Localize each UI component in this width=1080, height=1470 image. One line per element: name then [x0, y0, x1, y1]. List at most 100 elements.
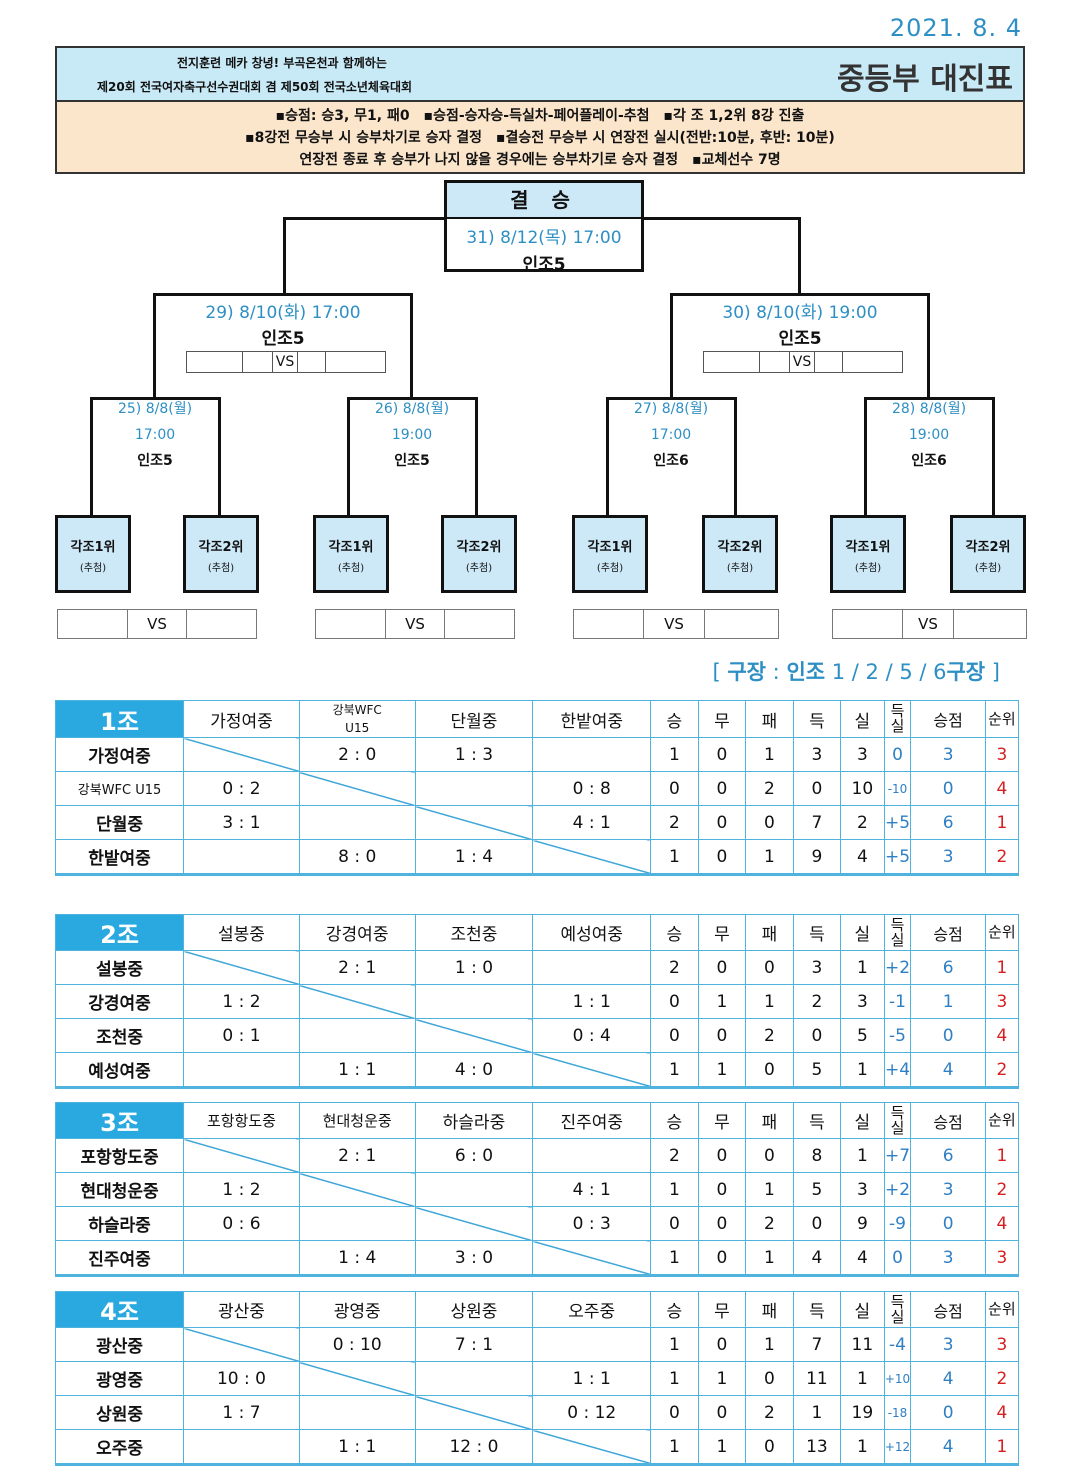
- quarter-2: 26) 8/8(월) 19:00 인조5: [347, 396, 477, 474]
- stat-ga: 1: [840, 1052, 885, 1089]
- stat-gd: -9: [883, 1206, 912, 1241]
- row-team-name: 오주중: [54, 1429, 185, 1466]
- stat-l: 1: [745, 1240, 794, 1277]
- team-slot-2: 각조2위(추첨): [183, 515, 259, 593]
- match-result-cell: 2 : 1: [298, 1138, 416, 1173]
- team-slot-7: 각조1위(추첨): [830, 515, 906, 593]
- stat-w: 0: [650, 1018, 699, 1053]
- match-result-cell: 0 : 12: [532, 1395, 652, 1430]
- match-result-cell: 3 : 0: [414, 1240, 534, 1277]
- self-match-cell: [414, 1206, 534, 1241]
- stat-gd: -10: [883, 771, 912, 806]
- stat-ga: 19: [840, 1395, 885, 1430]
- stat-d: 0: [697, 1327, 747, 1362]
- final-match-box: 결 승 31) 8/12(목) 17:00 인조5: [444, 180, 644, 275]
- quarter-4-time: 19:00: [908, 427, 950, 443]
- column-header-stat: 실: [840, 914, 885, 951]
- column-header-stat: 승점: [910, 914, 986, 951]
- stat-rank: 3: [984, 1240, 1020, 1277]
- stat-ga: 3: [840, 984, 885, 1019]
- stat-gf: 5: [792, 1052, 842, 1089]
- match-result-cell: 0 : 4: [532, 1018, 652, 1053]
- stat-l: 0: [745, 1052, 794, 1089]
- stat-d: 0: [697, 950, 747, 985]
- semi-1-venue: 인조5: [261, 329, 305, 349]
- stat-l: 0: [745, 950, 794, 985]
- match-result-cell: [414, 1172, 534, 1207]
- stat-l: 1: [745, 839, 794, 876]
- semi-1-goals-b: [298, 352, 327, 372]
- match-result-cell: [183, 839, 300, 876]
- column-header-stat: 패: [745, 700, 794, 738]
- stat-w: 1: [650, 1240, 699, 1277]
- stat-d: 0: [697, 839, 747, 876]
- match-result-cell: 4 : 0: [414, 1052, 534, 1089]
- row-team-name: 광영중: [54, 1361, 185, 1396]
- quarter-3-score-row: VS: [573, 609, 779, 639]
- stat-pts: 4: [910, 1361, 986, 1396]
- match-result-cell: 1 : 1: [532, 984, 652, 1019]
- match-result-cell: 1 : 1: [298, 1429, 416, 1466]
- stat-gf: 0: [792, 1206, 842, 1241]
- stat-ga: 11: [840, 1327, 885, 1362]
- team-slot-2-note: (추첨): [207, 563, 235, 574]
- stat-ga: 1: [840, 1361, 885, 1396]
- stat-pts: 0: [910, 1018, 986, 1053]
- stat-rank: 1: [984, 805, 1020, 840]
- stat-w: 1: [650, 839, 699, 876]
- column-header-stat: 순위: [984, 1291, 1020, 1328]
- row-team-name: 광산중: [54, 1327, 185, 1362]
- stat-gf: 13: [792, 1429, 842, 1466]
- stat-l: 2: [745, 1206, 794, 1241]
- row-team-name: 포항항도중: [54, 1138, 185, 1173]
- stat-ga: 4: [840, 839, 885, 876]
- group-name: 3조: [54, 1102, 185, 1139]
- quarter-4-score-row: VS: [832, 609, 1027, 639]
- stat-gf: 3: [792, 737, 842, 772]
- column-header-stat: 무: [697, 700, 747, 738]
- stat-gd: 0: [883, 737, 912, 772]
- column-header-stat: 순위: [984, 1102, 1020, 1139]
- column-header-stat: 패: [745, 1291, 794, 1328]
- match-result-cell: 4 : 1: [532, 805, 652, 840]
- quarter-3-venue: 인조6: [653, 453, 689, 469]
- stat-ga: 1: [840, 1138, 885, 1173]
- stat-d: 0: [697, 1395, 747, 1430]
- match-result-cell: 0 : 1: [183, 1018, 300, 1053]
- stat-rank: 4: [984, 1395, 1020, 1430]
- stat-gf: 1: [792, 1395, 842, 1430]
- final-label: 결 승: [447, 183, 641, 219]
- column-header-stat: 득실: [883, 700, 912, 738]
- match-result-cell: 0 : 10: [298, 1327, 416, 1362]
- team-slot-5-note: (추첨): [596, 563, 624, 574]
- team-slot-3: 각조1위(추첨): [313, 515, 389, 593]
- quarter-4-date: 28) 8/8(월): [891, 401, 967, 417]
- team-slot-6-note: (추첨): [726, 563, 754, 574]
- stat-ga: 2: [840, 805, 885, 840]
- stat-ga: 3: [840, 1172, 885, 1207]
- quarter-4-venue: 인조6: [911, 453, 947, 469]
- rule-line-3: 연장전 종료 후 승부가 나지 않을 경우에는 승부차기로 승자 결정 ▪교체선…: [299, 152, 781, 168]
- team-slot-4-label: 각조2위: [456, 540, 502, 555]
- match-result-cell: [414, 771, 534, 806]
- match-result-cell: [414, 1361, 534, 1396]
- team-slot-1-note: (추첨): [79, 563, 107, 574]
- stat-pts: 3: [910, 1240, 986, 1277]
- venue-note: [ 구장 : 인조 1 / 2 / 5 / 6구장 ]: [712, 656, 1000, 686]
- quarter-2-score-row: VS: [315, 609, 515, 639]
- stat-w: 1: [650, 1052, 699, 1089]
- match-result-cell: 1 : 4: [298, 1240, 416, 1277]
- stat-gd: 0: [883, 1240, 912, 1277]
- stat-gf: 5: [792, 1172, 842, 1207]
- stat-w: 1: [650, 1327, 699, 1362]
- header-banner: 전지훈련 메카 창녕! 부곡온천과 함께하는 제20회 전국여자축구선수권대회 …: [55, 46, 1025, 102]
- stat-pts: 6: [910, 950, 986, 985]
- stat-rank: 3: [984, 984, 1020, 1019]
- stat-gf: 9: [792, 839, 842, 876]
- venue-separator: :: [766, 660, 787, 684]
- stat-l: 0: [745, 1361, 794, 1396]
- stat-rank: 4: [984, 1018, 1020, 1053]
- stat-l: 0: [745, 1429, 794, 1466]
